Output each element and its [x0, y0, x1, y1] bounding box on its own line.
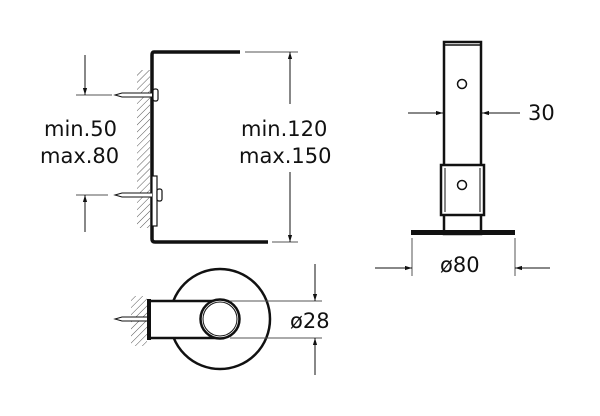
tube-diameter-label: ø28 — [290, 309, 330, 333]
dimension-height — [245, 51, 298, 243]
screw-icon — [113, 316, 147, 322]
screw-top-icon — [113, 92, 152, 98]
bracket-outline — [150, 50, 268, 244]
hole-bottom — [456, 179, 468, 191]
screw-spacing-min: min.50 — [44, 117, 117, 141]
dimension-base — [375, 238, 550, 276]
dimension-screw-spacing — [76, 55, 112, 232]
dimension-tube — [230, 264, 322, 375]
screw-head-top — [152, 88, 159, 102]
screw-spacing-max: max.80 — [40, 144, 119, 168]
hole-top — [456, 78, 468, 90]
side-view: min.50 max.80 min.120 max.150 — [40, 50, 332, 244]
screw-head-bottom — [156, 188, 163, 202]
screw-bottom-icon — [113, 192, 152, 198]
base-plate — [411, 230, 515, 235]
front-view: 30 ø80 — [375, 40, 555, 277]
width-label: 30 — [528, 101, 555, 125]
wall-hatch — [137, 70, 150, 228]
base-diameter-label: ø80 — [440, 253, 480, 277]
tube-end — [199, 298, 241, 340]
height-max: max.150 — [239, 144, 332, 168]
height-min: min.120 — [241, 117, 327, 141]
bracket-plate — [151, 175, 158, 227]
top-view: ø28 — [113, 264, 330, 375]
